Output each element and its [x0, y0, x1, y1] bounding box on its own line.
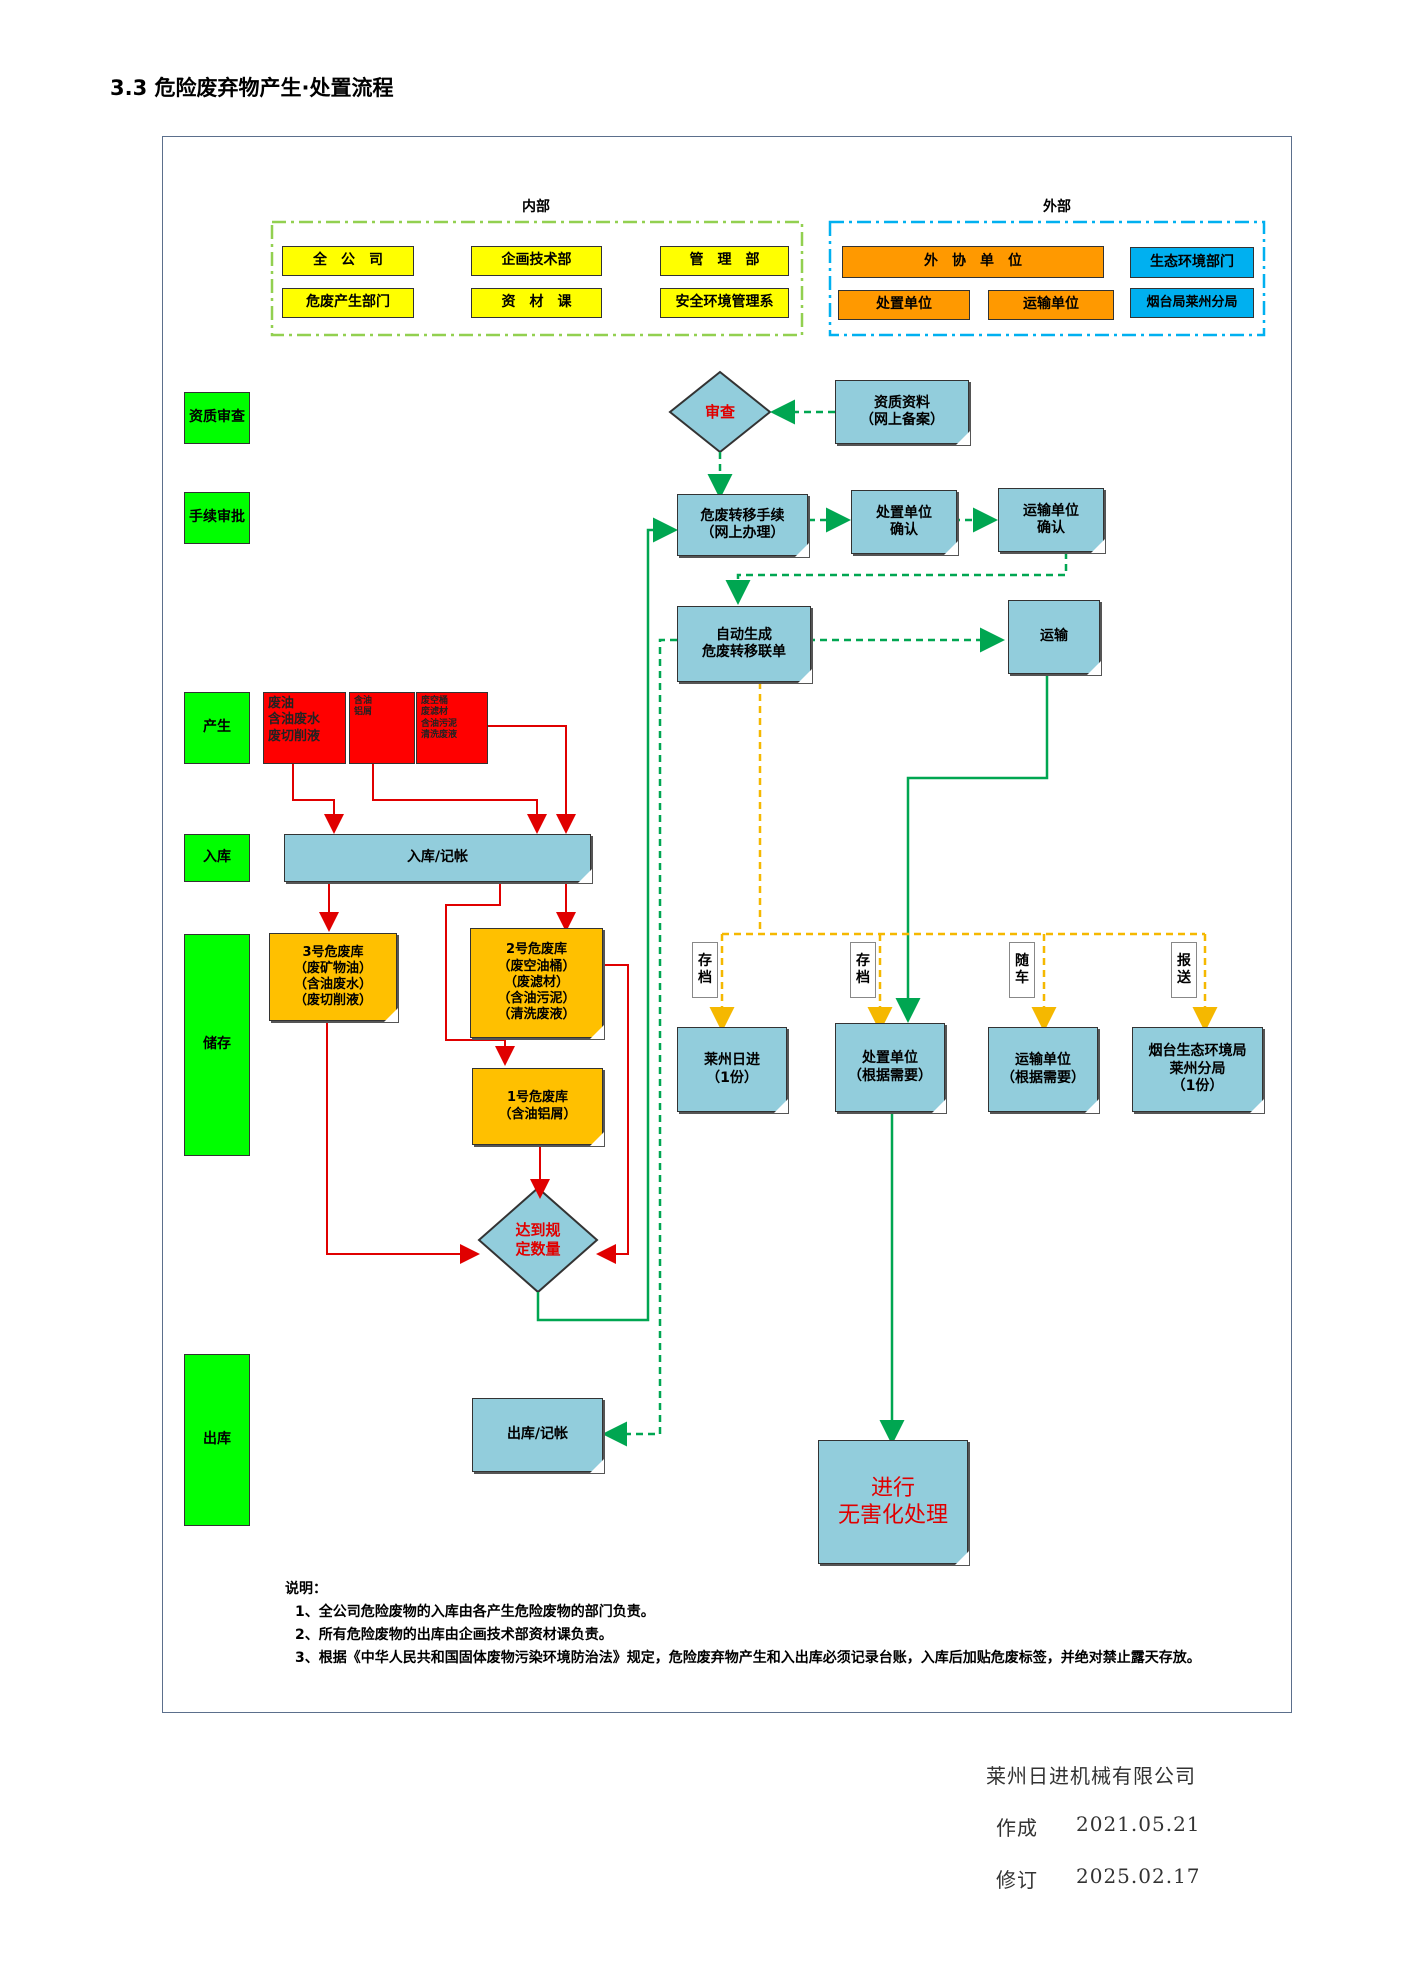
copy-laizhou-rijin: 莱州日进 （1份） [677, 1027, 788, 1113]
external-transport: 运输单位 [988, 290, 1114, 320]
tag-archive-1: 存 档 [692, 942, 718, 998]
waste-oil-box: 废油 含油废水 废切削液 [263, 692, 346, 764]
note-1: 1、全公司危险废物的入库由各产生危险废物的部门负责。 [295, 1604, 655, 1620]
stage-approval: 手续审批 [184, 492, 250, 544]
notes-heading: 说明： [285, 1581, 327, 1597]
auto-form-node: 自动生成 危废转移联单 [677, 606, 812, 683]
arrow-auto-out [602, 638, 677, 1447]
tag-archive-2: 存 档 [850, 942, 876, 998]
store-3-node: 3号危废库 （废矿物油） （含油废水） （废切削液） [269, 933, 398, 1022]
internal-safety-env: 安全环境管理系 [660, 288, 789, 318]
internal-company: 全 公 司 [282, 246, 414, 276]
footer-created-date: 2021.05.21 [1076, 1812, 1201, 1836]
footer-created-label: 作成 [996, 1816, 1038, 1840]
internal-group-box [270, 220, 804, 337]
transport-node: 运输 [1008, 600, 1101, 675]
internal-materials: 资 材 课 [471, 288, 602, 318]
note-3: 3、根据《中华人民共和国固体废物污染环境防治法》规定，危险废弃物产生和入出库必须… [295, 1650, 1201, 1666]
arrow-threshold-transfer [536, 517, 678, 1322]
internal-planning-tech: 企画技术部 [471, 246, 602, 276]
footer-revised-label: 修订 [996, 1868, 1038, 1892]
stage-out: 出库 [184, 1354, 250, 1526]
transport-confirm-node: 运输单位 确认 [998, 488, 1105, 553]
copy-disposal: 处置单位 （根据需要） [835, 1023, 946, 1113]
tag-with-vehicle: 随 车 [1009, 942, 1035, 998]
waste-aluminum-box: 含油 铝屑 [349, 692, 415, 764]
external-disposal: 处置单位 [838, 290, 970, 320]
internal-label: 内部 [522, 199, 550, 215]
review-label: 审查 [704, 402, 735, 421]
external-group-box [828, 220, 1266, 337]
copy-transport: 运输单位 （根据需要） [988, 1027, 1099, 1113]
storage-out-node: 出库/记帐 [472, 1398, 604, 1473]
store-2-node: 2号危废库 （废空油桶） （废滤材） （含油污泥） （清洗废液） [470, 928, 604, 1039]
store-1-node: 1号危废库 （含油铝屑） [472, 1068, 604, 1146]
arrow-transport-disposal [895, 674, 1049, 1023]
external-outsourced: 外 协 单 位 [842, 246, 1104, 278]
notes: 说明： 1、全公司危险废物的入库由各产生危险废物的部门负责。 2、所有危险废物的… [285, 1578, 1245, 1670]
stage-storage: 储存 [184, 934, 250, 1156]
internal-management: 管 理 部 [660, 246, 789, 276]
tag-submit: 报 送 [1171, 942, 1197, 998]
stage-qualification: 资质审查 [184, 392, 250, 444]
stage-storage-in: 入库 [184, 834, 250, 882]
final-treatment-node: 进行 无害化处理 [818, 1440, 969, 1565]
external-yantai-laizhou: 烟台局莱州分局 [1130, 288, 1254, 318]
stage-generation: 产生 [184, 692, 250, 764]
copy-eco-bureau: 烟台生态环境局 莱州分局 （1份） [1132, 1027, 1264, 1113]
footer-company: 莱州日进机械有限公司 [986, 1764, 1196, 1788]
diagram-frame [162, 136, 1292, 1713]
page-title: 3.3 危险废弃物产生·处置流程 [110, 76, 394, 100]
qualification-node: 资质资料 （网上备案） [835, 380, 970, 445]
note-2: 2、所有危险废物的出库由企画技术部资材课负责。 [295, 1627, 613, 1643]
external-label: 外部 [1043, 199, 1071, 215]
external-eco-dept: 生态环境部门 [1130, 247, 1254, 278]
disposal-confirm-node: 处置单位 确认 [851, 490, 958, 555]
waste-barrels-box: 废空桶 废滤材 含油污泥 清洗废液 [416, 692, 488, 764]
footer-revised-date: 2025.02.17 [1076, 1864, 1201, 1888]
threshold-label: 达到规 定数量 [515, 1221, 561, 1258]
internal-generating-dept: 危废产生部门 [282, 288, 414, 318]
storage-in-node: 入库/记帐 [284, 834, 592, 883]
transfer-procedure-node: 危废转移手续 （网上办理） [677, 494, 809, 557]
arrow-confirm-auto [725, 552, 1068, 605]
